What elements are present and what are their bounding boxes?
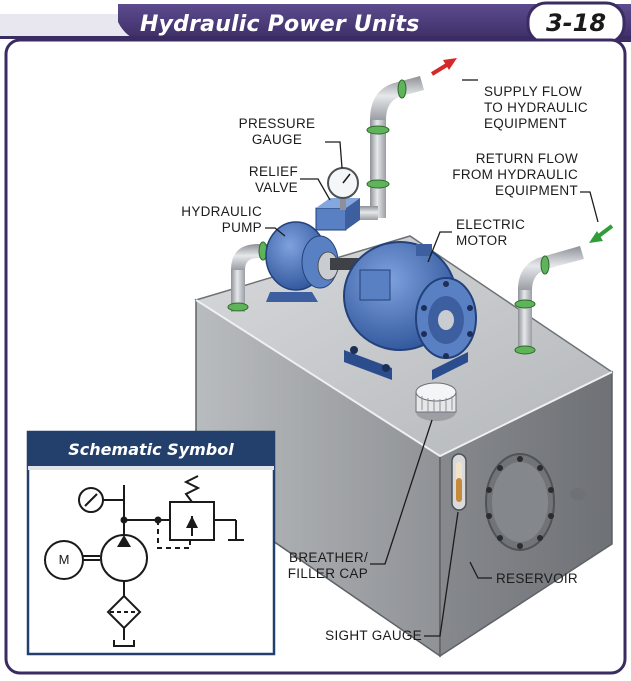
supply-arrow — [430, 58, 457, 76]
inspection-cover — [485, 453, 555, 551]
figure-number: 3-18 — [545, 9, 607, 37]
label-pressure-gauge: PRESSURE GAUGE — [238, 116, 316, 147]
leader-lines — [265, 79, 599, 637]
return-pipe — [514, 246, 584, 355]
label-electric-motor: ELECTRIC MOTOR — [456, 217, 526, 248]
schematic-inset — [26, 430, 276, 656]
figure-title: Hydraulic Power Units — [140, 12, 420, 37]
electric-motor — [343, 241, 477, 380]
hydraulic-pump — [265, 221, 364, 302]
label-sight-gauge: SIGHT GAUGE — [325, 628, 422, 643]
label-relief-valve: RELIEF VALVE — [248, 164, 298, 195]
label-reservoir: RESERVOIR — [496, 571, 578, 586]
schematic-title: Schematic Symbol — [68, 440, 234, 459]
sight-gauge — [451, 453, 467, 511]
label-supply-flow: SUPPLY FLOW TO HYDRAULIC EQUIPMENT — [484, 84, 588, 131]
label-return-flow: RETURN FLOW FROM HYDRAULIC EQUIPMENT — [452, 151, 578, 198]
label-hydraulic-pump: HYDRAULIC PUMP — [181, 204, 262, 235]
breather-cap — [415, 382, 457, 421]
relief-valve — [315, 198, 360, 231]
header-band — [0, 1, 631, 45]
return-arrow — [589, 224, 614, 243]
motor-symbol-letter: M — [58, 552, 70, 567]
pressure-gauge — [327, 167, 359, 210]
label-breather-filler-cap: BREATHER/ FILLER CAP — [287, 550, 368, 581]
